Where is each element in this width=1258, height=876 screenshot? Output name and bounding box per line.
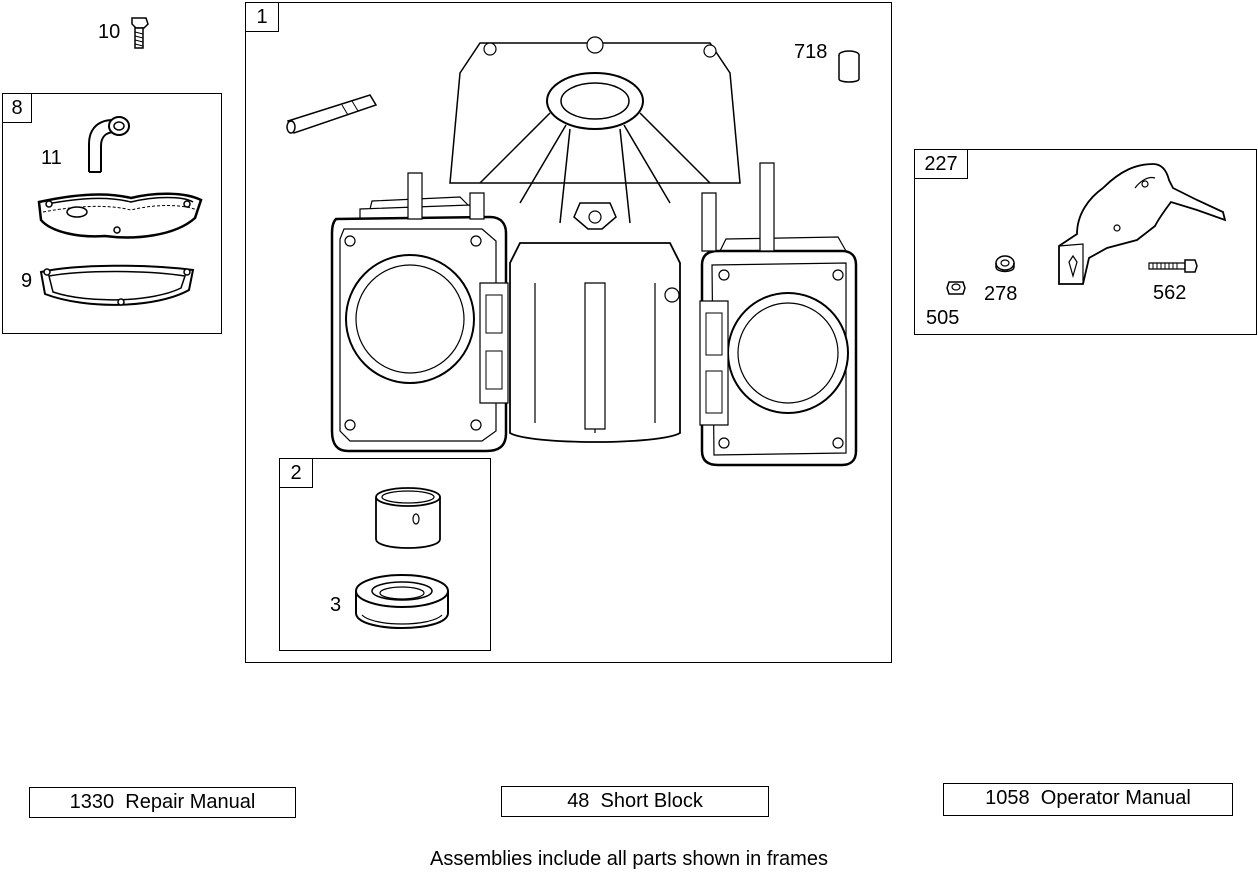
dowel-pin bbox=[282, 91, 382, 137]
frame-tag-227: 227 bbox=[914, 149, 968, 179]
breather-cover-part-8 bbox=[35, 190, 205, 242]
nut-part-505 bbox=[945, 278, 967, 298]
footer-note: Assemblies include all parts shown in fr… bbox=[430, 848, 828, 870]
bolt-part-10 bbox=[128, 16, 152, 52]
callout-505: 505 bbox=[926, 307, 960, 329]
screw-part-562 bbox=[1147, 258, 1199, 274]
callout-11: 11 bbox=[41, 147, 62, 169]
oil-seal-part-3 bbox=[352, 571, 452, 637]
cylinder-block-illustration bbox=[330, 33, 860, 473]
callout-278: 278 bbox=[984, 283, 1018, 305]
gasket-part-9 bbox=[37, 260, 197, 312]
frame-1: 1 718 bbox=[245, 2, 892, 663]
washer-part-278 bbox=[993, 254, 1017, 276]
bearing-sleeve bbox=[372, 485, 444, 551]
plug-part-718 bbox=[836, 49, 862, 85]
callout-3: 3 bbox=[330, 594, 342, 616]
operator-manual-box[interactable]: 1058 Operator Manual bbox=[943, 783, 1233, 816]
frame-8: 8 11 9 bbox=[2, 93, 222, 334]
frame-227: 227 505 278 562 bbox=[914, 149, 1257, 335]
short-block-box[interactable]: 48 Short Block bbox=[501, 786, 769, 817]
frame-tag-2: 2 bbox=[279, 458, 313, 488]
breather-elbow-part-11 bbox=[75, 112, 135, 174]
bracket-part-227 bbox=[1047, 158, 1237, 290]
callout-562: 562 bbox=[1153, 282, 1187, 304]
callout-10: 10 bbox=[98, 21, 121, 43]
repair-manual-box[interactable]: 1330 Repair Manual bbox=[29, 787, 296, 818]
frame-tag-1: 1 bbox=[245, 2, 279, 32]
callout-718: 718 bbox=[794, 41, 828, 63]
frame-tag-8: 8 bbox=[2, 93, 32, 123]
frame-2: 2 3 bbox=[279, 458, 491, 651]
callout-9: 9 bbox=[21, 270, 33, 292]
